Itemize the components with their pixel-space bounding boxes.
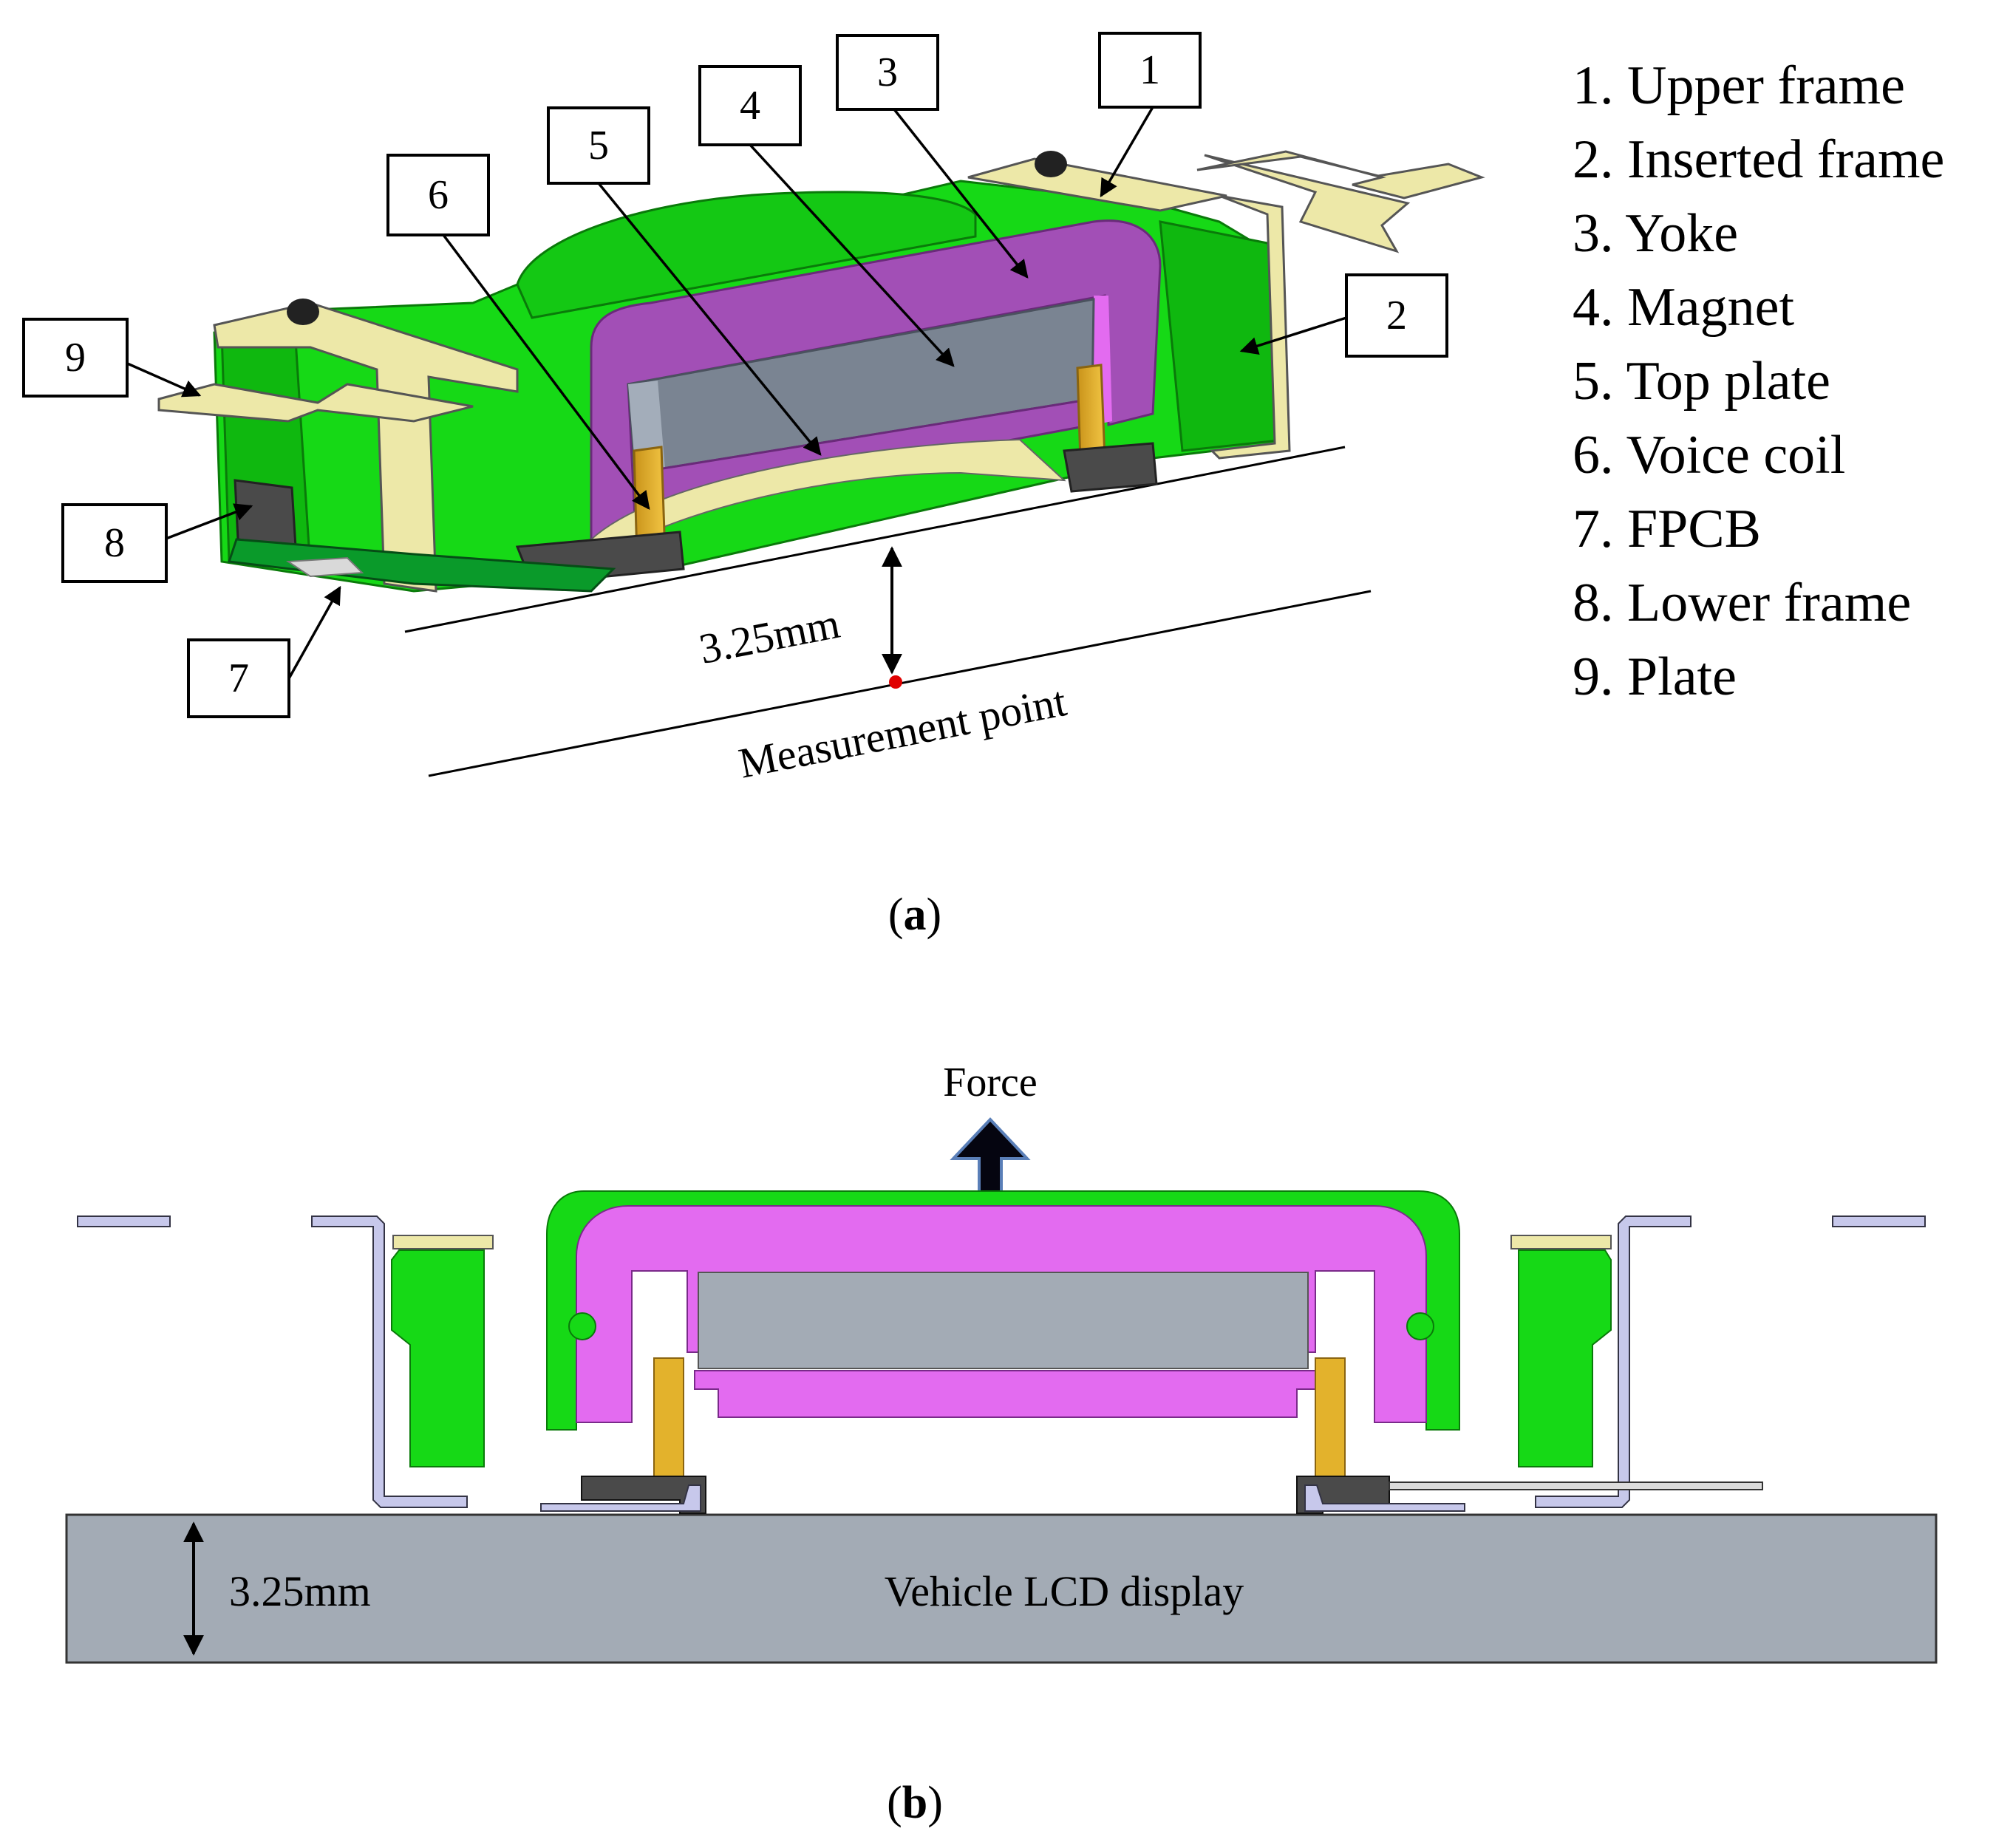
legend-item: 1. Upper frame <box>1573 55 1905 116</box>
callout-9: 9 <box>22 318 129 398</box>
pad-right <box>1510 1235 1612 1249</box>
upper-frame-top-right <box>967 157 1227 212</box>
gap-ring <box>589 438 1066 548</box>
leader-3 <box>893 108 1029 279</box>
leader-4 <box>749 143 955 367</box>
leader-7 <box>287 585 341 681</box>
svg-text:4: 4 <box>740 83 760 129</box>
callout-7: 7 <box>187 638 290 718</box>
dimension-label-b: 3.25mm <box>229 1567 371 1615</box>
bumper-left <box>287 299 319 325</box>
legend-item: 9. Plate <box>1573 647 1737 707</box>
upper-frame-left-b <box>311 1215 468 1508</box>
upper-frame-left <box>213 301 519 593</box>
svg-text:6: 6 <box>428 172 449 218</box>
lower-lip-left-b <box>540 1484 701 1512</box>
leader-6 <box>442 233 650 510</box>
leader-5 <box>597 182 822 456</box>
legend-item: 6. Voice coil <box>1573 425 1845 485</box>
fpcb <box>227 538 616 593</box>
upper-frame-right-wall <box>1209 194 1291 460</box>
force-label: Force <box>943 1060 1038 1105</box>
callout-2: 2 <box>1345 273 1448 358</box>
voice-coil-left-b <box>653 1357 684 1477</box>
callout-3: 3 <box>836 34 939 111</box>
callout-5: 5 <box>547 106 650 185</box>
panel-b-cross-section: Force Vehicle LCD display 3.25mm <box>65 1060 1938 1828</box>
legend-item: 5. Top plate <box>1573 351 1830 412</box>
bumper-right <box>1035 151 1067 177</box>
legend-item: 3. Yoke <box>1573 203 1738 264</box>
caption-b: (b) <box>887 1778 943 1828</box>
measurement-point-label: Measurement point <box>735 677 1071 788</box>
housing-dark-side <box>1159 220 1287 452</box>
display-top-reference-line <box>404 446 1346 633</box>
leader-8 <box>163 503 253 541</box>
svg-text:3: 3 <box>877 50 898 95</box>
lower-frame-far-left <box>234 479 297 548</box>
svg-text:1: 1 <box>1139 47 1160 93</box>
upper-frame-right-plate <box>1204 154 1411 253</box>
svg-text:2: 2 <box>1386 293 1407 338</box>
top-plate-b <box>694 1370 1316 1418</box>
plate-far-left <box>77 1215 171 1227</box>
yoke-notch-right <box>1406 1312 1434 1340</box>
fpcb-pad <box>285 556 364 578</box>
legend-item: 8. Lower frame <box>1573 573 1911 633</box>
upper-frame-right-b <box>1535 1215 1692 1508</box>
svg-text:5: 5 <box>588 123 609 168</box>
plate-far-right <box>1832 1215 1926 1227</box>
lower-lip-right-b <box>1304 1484 1465 1512</box>
magnet-b <box>698 1272 1309 1369</box>
display-label: Vehicle LCD display <box>885 1567 1244 1615</box>
caption-a: (a) <box>888 890 941 940</box>
lower-frame-left-b <box>581 1476 706 1514</box>
vehicle-lcd-display <box>65 1513 1938 1664</box>
voice-coil-right-b <box>1315 1357 1346 1477</box>
legend-item: 2. Inserted frame <box>1573 129 1944 190</box>
upper-frame-right-tab <box>1196 150 1485 200</box>
leader-1 <box>1100 106 1154 198</box>
panel-a-isometric-view: 3.25mm Measurement point 1 2 3 4 <box>22 32 1485 940</box>
leader-9 <box>123 361 202 398</box>
dimension-label-a: 3.25mm <box>695 599 844 673</box>
svg-text:8: 8 <box>104 520 125 566</box>
svg-text:7: 7 <box>228 655 249 701</box>
parts-legend: 1. Upper frame 2. Inserted frame 3. Yoke… <box>1573 55 1944 707</box>
callout-1: 1 <box>1098 32 1202 109</box>
yoke <box>590 219 1162 541</box>
measurement-point-dot <box>889 675 902 689</box>
yoke-notch-left <box>568 1312 596 1340</box>
callout-6: 6 <box>386 154 490 236</box>
plate-left <box>157 383 474 423</box>
fpcb-wire-b <box>1389 1482 1763 1490</box>
inserted-frame-right-b <box>1518 1249 1612 1467</box>
pad-left <box>392 1235 494 1249</box>
legend-item: 7. FPCB <box>1573 499 1761 559</box>
legend-item: 4. Magnet <box>1573 277 1794 338</box>
svg-text:9: 9 <box>65 335 86 381</box>
lower-frame-right <box>1063 442 1158 493</box>
inserted-frame-left-b <box>391 1249 485 1467</box>
callout-4: 4 <box>698 65 802 146</box>
leader-2 <box>1239 316 1347 355</box>
callout-8: 8 <box>61 503 168 583</box>
